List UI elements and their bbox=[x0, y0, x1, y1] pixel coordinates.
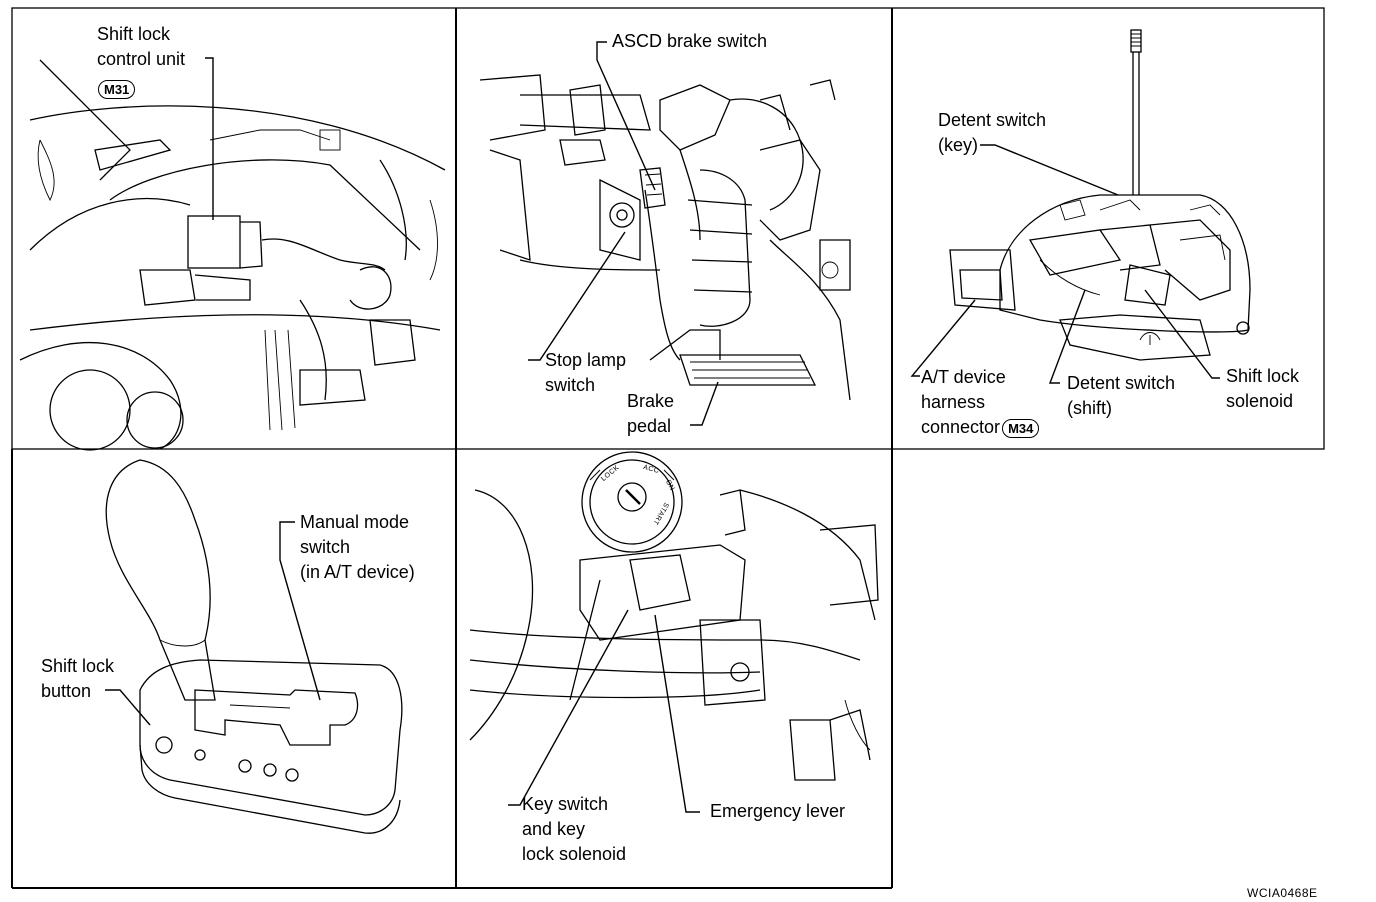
label-line: Manual mode bbox=[300, 512, 410, 532]
panel-2-illustration bbox=[479, 41, 851, 426]
connector-badge-m34: M34 bbox=[1002, 418, 1040, 438]
label-line: Shift lock bbox=[97, 24, 171, 44]
label-line: switch bbox=[300, 537, 351, 557]
label-line: Detent switch bbox=[1067, 373, 1176, 393]
panel-grid bbox=[11, 7, 1325, 889]
panel-4-illustration bbox=[105, 459, 403, 834]
label-line: Brake bbox=[627, 391, 675, 411]
label-line: Shift lock bbox=[41, 656, 115, 676]
label-emergency-lever: Emergency lever bbox=[710, 801, 846, 821]
label-line: Key switch bbox=[522, 794, 609, 814]
label-line: control unit bbox=[97, 49, 186, 69]
panel-3-illustration bbox=[910, 29, 1251, 384]
label-manual-mode-switch: Manual mode switch (in A/T device) bbox=[300, 510, 415, 585]
label-line: Stop lamp bbox=[545, 350, 627, 370]
label-shift-lock-solenoid: Shift lock solenoid bbox=[1226, 364, 1299, 414]
label-line: harness bbox=[921, 392, 986, 412]
label-line: button bbox=[41, 681, 92, 701]
label-text: connector bbox=[921, 417, 1001, 437]
panel-5-illustration bbox=[469, 451, 879, 813]
label-shift-lock-button: Shift lock button bbox=[41, 654, 114, 704]
label-shift-lock-control-unit: Shift lock control unit bbox=[97, 22, 185, 72]
label-brake-pedal: Brake pedal bbox=[627, 389, 674, 439]
figure-reference: WCIA0468E bbox=[1247, 886, 1318, 900]
label-line: and key bbox=[522, 819, 586, 839]
label-stop-lamp-switch: Stop lamp switch bbox=[545, 348, 626, 398]
label-detent-switch-key: Detent switch (key) bbox=[938, 108, 1046, 158]
label-ascd-brake-switch: ASCD brake switch bbox=[612, 31, 768, 51]
label-line: solenoid bbox=[1226, 391, 1294, 411]
label-line: switch bbox=[545, 375, 596, 395]
label-line: Shift lock bbox=[1226, 366, 1300, 386]
label-line: A/T device bbox=[921, 367, 1006, 387]
connector-badge-m31: M31 bbox=[98, 76, 136, 101]
label-line: (shift) bbox=[1067, 398, 1112, 418]
label-line: (key) bbox=[938, 135, 978, 155]
panel-1-illustration bbox=[19, 57, 446, 451]
label-line: Detent switch bbox=[938, 110, 1047, 130]
badge-text: M31 bbox=[98, 79, 136, 99]
label-detent-switch-shift: Detent switch (shift) bbox=[1067, 371, 1175, 421]
label-key-switch-lock-solenoid: Key switch and key lock solenoid bbox=[522, 792, 626, 867]
label-line: pedal bbox=[627, 416, 672, 436]
label-line: lock solenoid bbox=[522, 844, 627, 864]
label-line: (in A/T device) bbox=[300, 562, 415, 582]
